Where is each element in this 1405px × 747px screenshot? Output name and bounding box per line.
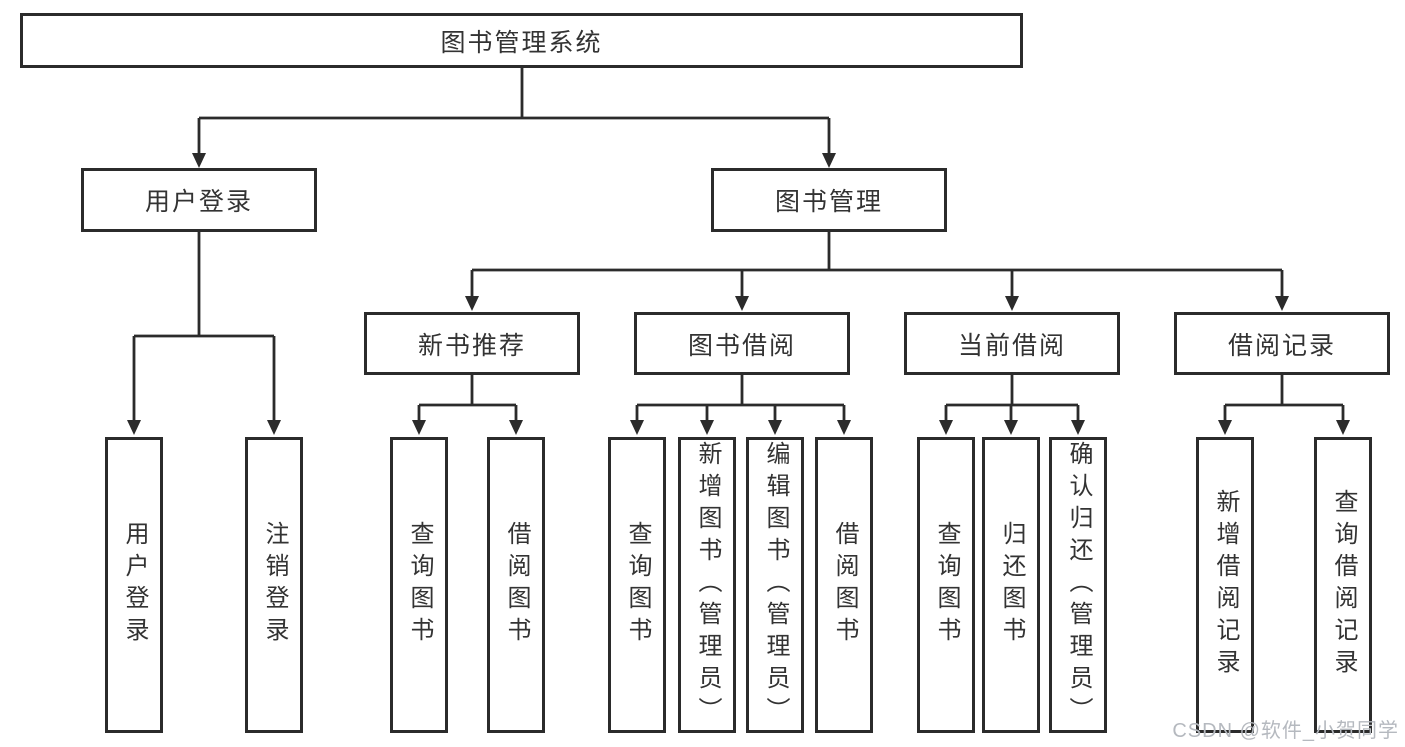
node-book-borrow: 图书借阅 (634, 312, 850, 375)
node-new-book-recommend: 新书推荐 (364, 312, 580, 375)
node-leaf-borrow-add-book-admin: 新增图书（管理员） (678, 437, 736, 733)
node-user-login: 用户登录 (81, 168, 317, 232)
node-leaf-current-return-book: 归还图书 (982, 437, 1040, 733)
node-leaf-current-query-book: 查询图书 (917, 437, 975, 733)
node-leaf-borrow-lend-book: 借阅图书 (815, 437, 873, 733)
node-leaf-recommend-borrow-book: 借阅图书 (487, 437, 545, 733)
node-leaf-current-confirm-return-admin: 确认归还（管理员） (1049, 437, 1107, 733)
node-leaf-logout: 注销登录 (245, 437, 303, 733)
node-leaf-borrow-edit-book-admin: 编辑图书（管理员） (746, 437, 804, 733)
node-leaf-record-add: 新增借阅记录 (1196, 437, 1254, 733)
node-leaf-record-query: 查询借阅记录 (1314, 437, 1372, 733)
node-borrow-record: 借阅记录 (1174, 312, 1390, 375)
node-leaf-recommend-query-book: 查询图书 (390, 437, 448, 733)
node-leaf-borrow-query-book: 查询图书 (608, 437, 666, 733)
node-book-manage: 图书管理 (711, 168, 947, 232)
node-leaf-user-login: 用户登录 (105, 437, 163, 733)
node-current-borrow: 当前借阅 (904, 312, 1120, 375)
csdn-watermark: CSDN @软件_小贺同学 (1172, 720, 1399, 742)
node-root-system: 图书管理系统 (20, 13, 1023, 68)
